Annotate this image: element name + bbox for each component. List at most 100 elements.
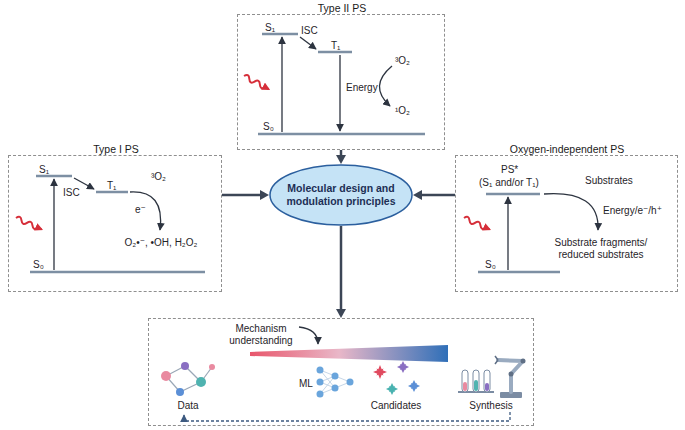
diagram-label: S₁: [39, 164, 49, 176]
graph-node: [209, 364, 215, 370]
tube-liquid: [485, 383, 489, 391]
arrow-head: [336, 155, 346, 164]
diagram-label: S₀: [33, 259, 44, 271]
candidate-icons: [373, 361, 420, 395]
diagram-label: S₀: [263, 121, 274, 133]
transition-arrows: [54, 178, 161, 270]
candidate-molecule: [397, 361, 409, 373]
diagram-label: Candidates: [366, 400, 426, 412]
energy-level: [96, 191, 128, 194]
diagram-label: Synthesis: [466, 400, 516, 412]
candidate-molecule: [408, 380, 420, 392]
energy-levels: [258, 34, 425, 134]
diagram-label: ISC: [63, 187, 80, 199]
isc-arrow: [300, 37, 316, 49]
dashed-panel: Type II PSS₁ISCT₁³O₂Energy¹O₂S₀: [237, 14, 445, 150]
electron-transfer-arrow: [130, 192, 161, 230]
connector-line: [222, 194, 261, 197]
diagram-label: S₀: [485, 259, 496, 271]
nn-link: [320, 376, 335, 394]
candidate-molecule: [386, 383, 398, 395]
diagram-label: PS*: [501, 164, 518, 176]
neural-network-icon: [317, 367, 354, 398]
candidate-molecule: [373, 365, 387, 379]
flow-connector: [222, 190, 269, 200]
excitation-arrow: [53, 179, 54, 270]
flow-connector: [336, 150, 346, 164]
panel-heading: Oxygen-independent PS: [497, 143, 637, 155]
nn-node: [332, 373, 339, 380]
energy-level: [478, 271, 560, 274]
decay-arrow: [339, 55, 340, 131]
test-tube: [462, 370, 468, 392]
connector-line: [340, 150, 343, 156]
dashed-panel: Type I PSS₁ISCT₁³O₂e⁻O₂•⁻, •OH, H₂O₂S₀: [8, 155, 222, 292]
tube-liquid: [474, 380, 478, 391]
graph-node: [161, 371, 171, 381]
excitation-arrow: [281, 37, 282, 132]
arrow-head: [260, 190, 269, 200]
robot-joint: [521, 359, 526, 364]
nn-node: [317, 379, 324, 386]
light-wave: [15, 216, 43, 232]
diagram-label: T₁: [107, 180, 116, 192]
ellipse-node: Molecular design and modulation principl…: [269, 164, 413, 226]
test-tube: [484, 370, 490, 392]
connector-line: [340, 226, 343, 310]
arrow-head: [336, 309, 346, 318]
diagram-label: O₂•⁻, •OH, H₂O₂: [101, 237, 221, 249]
panel-heading: Type II PS: [292, 2, 392, 14]
energy-levels: [30, 176, 205, 272]
energy-level: [30, 271, 205, 274]
robot-joint: [509, 372, 514, 377]
panel-heading: Type I PS: [66, 143, 166, 155]
diagram-label: ³O₂: [395, 55, 410, 67]
light-wave: [463, 216, 491, 232]
gradient-wedge: [250, 345, 448, 362]
robot-arm: [498, 360, 523, 392]
nn-node: [332, 385, 339, 392]
node-title: Molecular design and modulation principl…: [281, 182, 401, 207]
nn-node: [317, 391, 324, 398]
diagram-label: Energy/e⁻/h⁺: [603, 205, 662, 217]
transition-arrows: [282, 37, 392, 132]
diagram-label: ¹O₂: [395, 105, 410, 117]
diagram-label: Data: [173, 400, 203, 412]
graph-node: [181, 362, 189, 370]
data-graph-icon: [161, 362, 215, 396]
diagram-label: e⁻: [135, 204, 146, 216]
energy-transfer-arrow: [379, 66, 392, 106]
flow-connector: [413, 190, 455, 200]
diagram-label: S₁: [265, 22, 275, 34]
feedback-arrow: [184, 412, 510, 421]
arrow-head: [413, 190, 422, 200]
dashed-panel: Mechanism understandingData ML Candidates S…: [148, 318, 534, 426]
diagram-label: Mechanism understanding: [223, 323, 299, 346]
energy-level: [36, 175, 72, 178]
substrate-arrow: [544, 194, 598, 230]
graph-node: [176, 388, 184, 396]
dashed-panel: Oxygen-independent PSPS*(S₁ and/or T₁)Su…: [455, 155, 678, 292]
diagram-label: ISC: [301, 25, 318, 37]
synthesis-robot-icon: [458, 356, 526, 398]
energy-level: [486, 193, 540, 196]
robot-gripper: [495, 356, 498, 364]
nn-node: [317, 367, 324, 374]
diagram-label: T₁: [331, 40, 340, 52]
energy-level: [318, 51, 352, 54]
diagram-label: ML: [299, 378, 313, 390]
ellipse-shape: [270, 165, 412, 225]
flow-connector: [336, 226, 346, 318]
light-wave: [243, 74, 270, 92]
nn-node: [347, 379, 354, 386]
test-tube: [473, 370, 479, 392]
diagram-label: (S₁ and/or T₁): [479, 177, 539, 189]
tube-liquid: [463, 382, 467, 391]
diagram-label: Energy: [346, 82, 378, 94]
insight-arrow: [299, 327, 318, 344]
energy-level: [258, 133, 425, 136]
graph-node: [196, 377, 206, 387]
diagram-label: ³O₂: [151, 171, 166, 183]
